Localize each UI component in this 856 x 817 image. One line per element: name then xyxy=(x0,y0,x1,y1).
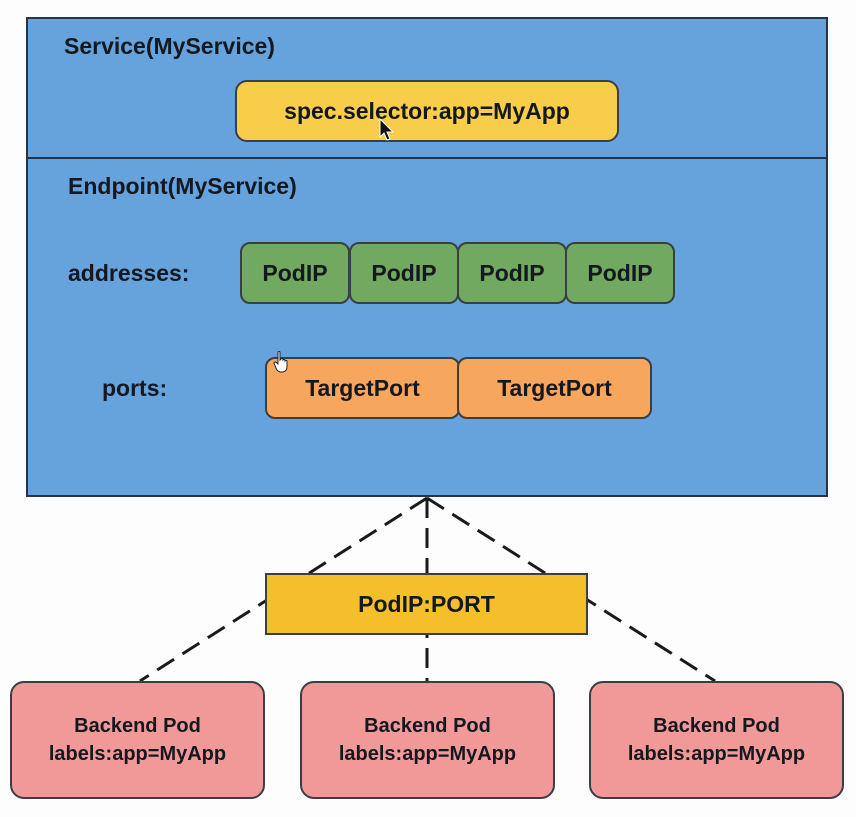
podip-box-3: PodIP xyxy=(457,242,567,304)
pod-labels: labels:app=MyApp xyxy=(48,743,227,765)
pod-name: Backend Pod xyxy=(653,715,780,737)
pod-name: Backend Pod xyxy=(364,715,491,737)
ports-label: ports: xyxy=(102,375,168,401)
backend-pod-3: Backend Pod labels:app=MyApp xyxy=(589,681,844,799)
selector-box: spec.selector:app=MyApp xyxy=(235,80,619,142)
targetport-box-2: TargetPort xyxy=(457,357,652,419)
endpoint-title: Endpoint(MyService) xyxy=(68,173,297,199)
pod-labels: labels:app=MyApp xyxy=(627,743,806,765)
selector-label: spec.selector:app=MyApp xyxy=(284,97,570,124)
targetport-label: TargetPort xyxy=(497,374,612,401)
backend-pod-1: Backend Pod labels:app=MyApp xyxy=(10,681,265,799)
service-title: Service(MyService) xyxy=(64,33,275,59)
podip-box-2: PodIP xyxy=(349,242,459,304)
addresses-label: addresses: xyxy=(68,260,190,286)
backend-pod-2: Backend Pod labels:app=MyApp xyxy=(300,681,555,799)
podip-box-4: PodIP xyxy=(565,242,675,304)
podip-port-box: PodIP:PORT xyxy=(265,573,588,635)
podip-port-label: PodIP:PORT xyxy=(358,590,495,617)
targetport-box-1: TargetPort xyxy=(265,357,460,419)
podip-label: PodIP xyxy=(479,259,545,286)
podip-label: PodIP xyxy=(262,259,328,286)
targetport-label: TargetPort xyxy=(305,374,420,401)
podip-box-1: PodIP xyxy=(240,242,350,304)
pod-labels: labels:app=MyApp xyxy=(338,743,517,765)
service-endpoint-divider xyxy=(26,157,828,159)
podip-label: PodIP xyxy=(587,259,653,286)
hand-cursor-icon xyxy=(273,351,288,373)
podip-label: PodIP xyxy=(371,259,437,286)
pod-name: Backend Pod xyxy=(74,715,201,737)
arrow-cursor-icon xyxy=(379,118,395,141)
